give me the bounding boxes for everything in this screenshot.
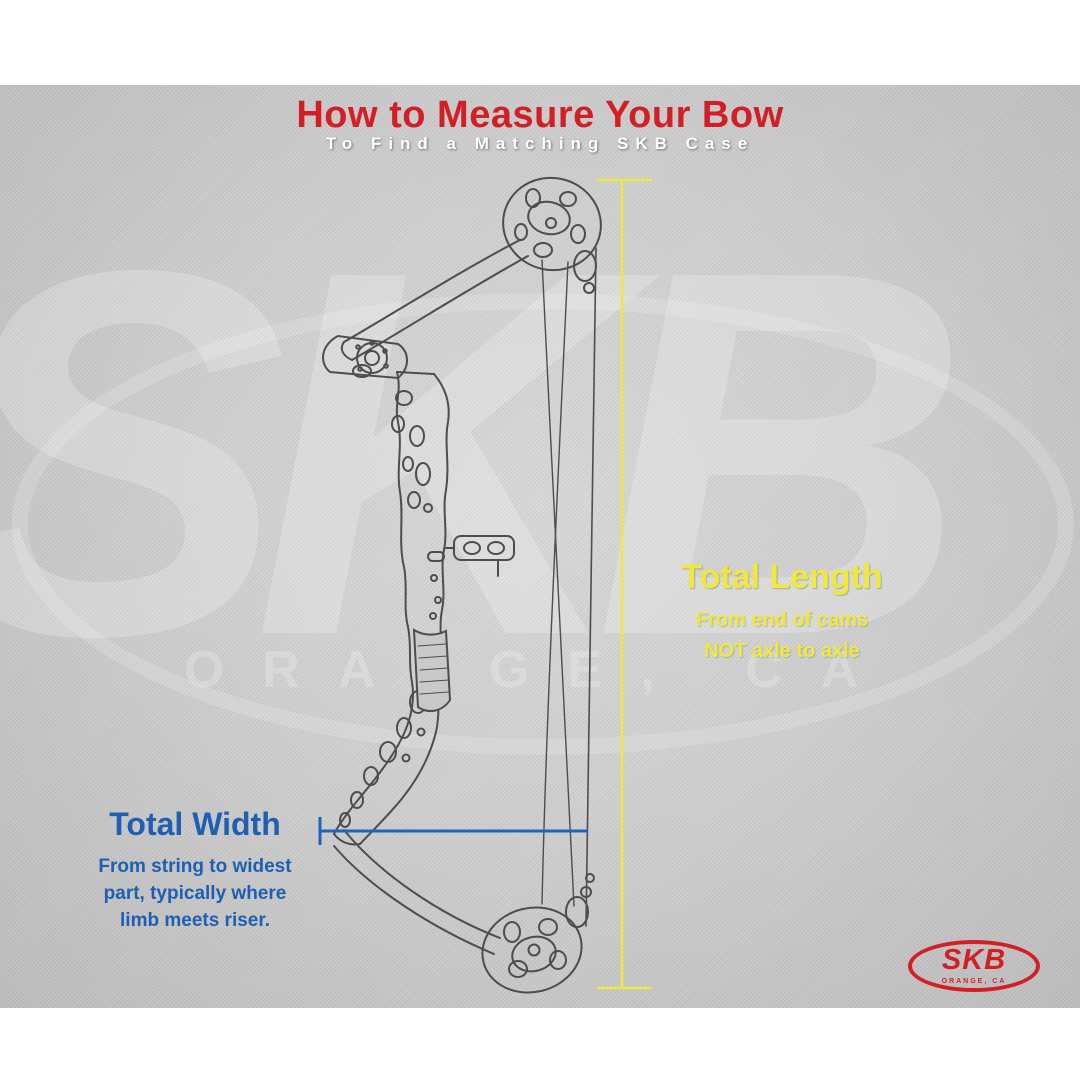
bow-cable bbox=[541, 259, 575, 907]
total-width-measure bbox=[318, 817, 588, 845]
bow-string bbox=[585, 247, 597, 927]
page-title: How to Measure Your Bow bbox=[296, 94, 784, 136]
skb-watermark-subtext: ORANGE, CA bbox=[183, 641, 897, 699]
total-width-desc-line-3: limb meets riser. bbox=[120, 910, 270, 931]
top-cam-module bbox=[573, 250, 597, 282]
skb-logo: SKB ORANGE, CA bbox=[908, 940, 1040, 992]
skb-logo-text: SKB bbox=[941, 944, 1007, 976]
bottom-limb bbox=[343, 829, 501, 939]
bow-body bbox=[322, 239, 597, 955]
total-width-annotation: Total Width From string to widest part, … bbox=[60, 806, 330, 934]
top-limb-butt bbox=[340, 341, 353, 361]
total-width-label: Total Width bbox=[109, 806, 281, 842]
total-length-desc-line-1: From end of cams bbox=[695, 609, 869, 631]
bottom-limb-lower-edge bbox=[333, 845, 495, 955]
total-length-label: Total Length bbox=[681, 558, 883, 596]
page-subtitle: To Find a Matching SKB Case bbox=[325, 134, 755, 153]
bottom-cam-module bbox=[565, 896, 589, 928]
bow-cable bbox=[541, 261, 569, 905]
carbon-texture-background: SKB ORANGE, CA bbox=[0, 85, 1080, 1008]
riser-right-edge bbox=[359, 373, 450, 845]
total-length-measure bbox=[597, 178, 652, 990]
total-length-annotation: Total Length From end of cams NOT axle t… bbox=[652, 558, 912, 667]
pocket-knob bbox=[356, 342, 388, 374]
bottom-cam bbox=[481, 873, 595, 994]
arrow-rest bbox=[453, 535, 515, 561]
riser-left-edge bbox=[333, 371, 414, 835]
total-width-desc-line-1: From string to widest bbox=[98, 856, 292, 877]
skb-logo-subtext: ORANGE, CA bbox=[941, 978, 1007, 985]
riser-cutout bbox=[352, 364, 372, 378]
grip-hatching bbox=[417, 643, 450, 695]
top-cam bbox=[502, 176, 602, 294]
skb-logo-oval bbox=[908, 940, 1040, 992]
top-limb-lower-edge bbox=[351, 255, 529, 361]
top-limb bbox=[343, 239, 521, 343]
grip bbox=[412, 628, 452, 713]
total-length-desc-line-2: NOT axle to axle bbox=[704, 640, 860, 662]
total-width-desc-line-2: part, typically where bbox=[103, 883, 287, 904]
